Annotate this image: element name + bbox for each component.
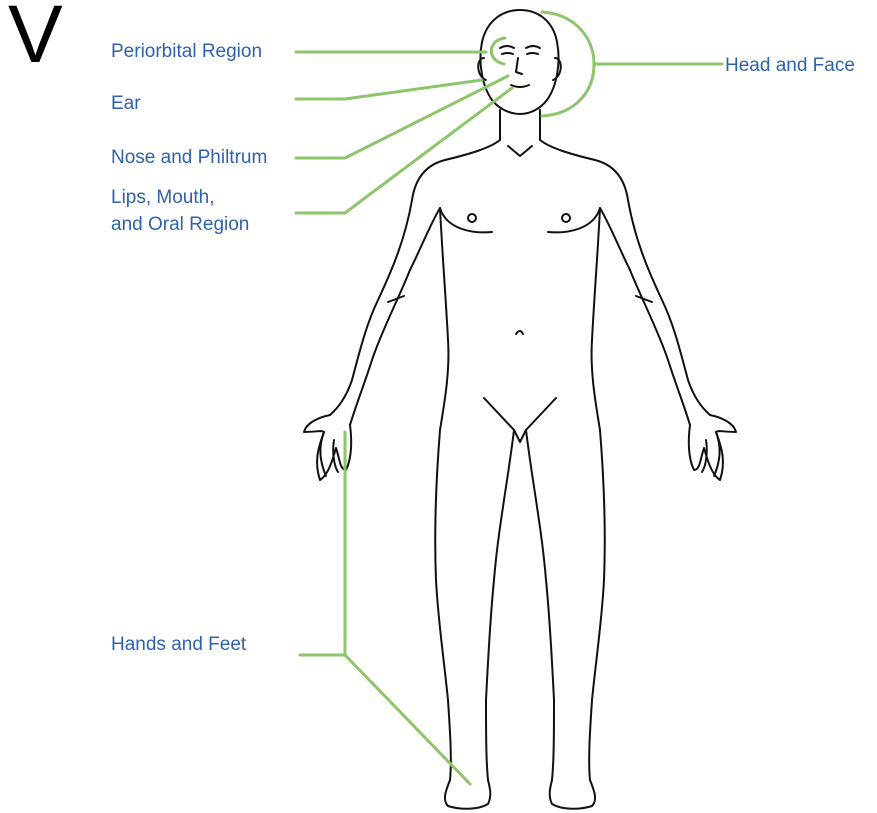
leader-ear <box>296 80 482 99</box>
label-hands-and-feet: Hands and Feet <box>111 631 246 658</box>
label-nose-and-philtrum: Nose and Philtrum <box>111 144 267 171</box>
leader-feet <box>345 655 470 784</box>
label-head-and-face: Head and Face <box>725 52 855 79</box>
label-periorbital-region: Periorbital Region <box>111 38 262 65</box>
label-ear: Ear <box>111 90 141 117</box>
leader-nose <box>296 76 508 158</box>
periorbital-marker <box>491 38 505 64</box>
label-lips-mouth-oral-region: Lips, Mouth, and Oral Region <box>111 184 249 238</box>
label-lips-line-1: Lips, Mouth, <box>111 184 249 211</box>
label-lips-line-2: and Oral Region <box>111 211 249 238</box>
human-figure-outline <box>304 10 736 809</box>
head-face-bracket <box>542 12 594 116</box>
